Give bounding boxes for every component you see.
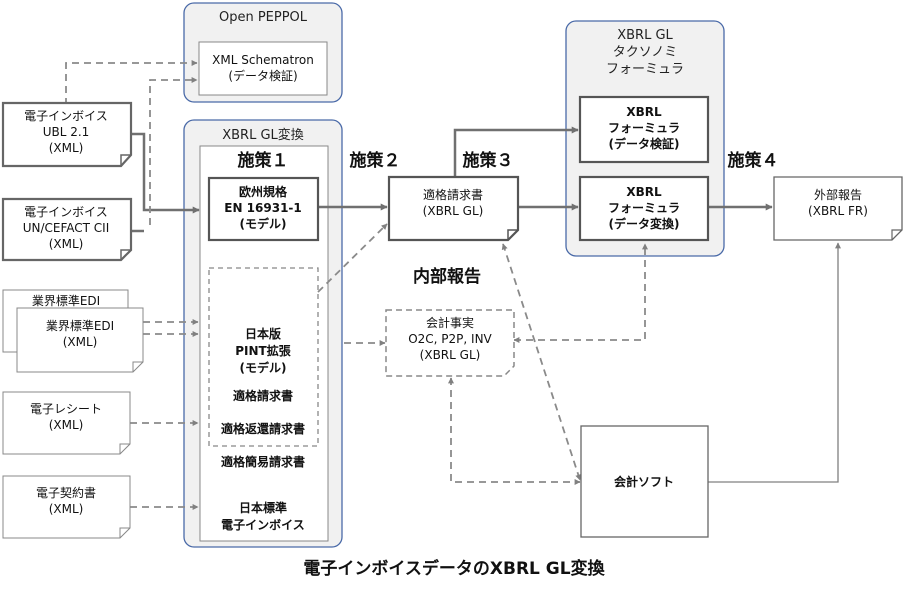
group-open-peppol-title: Open PEPPOL — [219, 10, 308, 25]
formula-validation-line1: XBRL — [626, 105, 662, 119]
formula-validation-line2: フォーミュラ — [608, 121, 680, 135]
qualified-invoice-gl-line2: (XBRL GL) — [423, 204, 484, 218]
solid-connectors — [131, 126, 773, 233]
schematron-line2: (データ検証) — [228, 68, 297, 83]
accounting-facts-line3: (XBRL GL) — [420, 348, 481, 362]
dashed-connectors — [65, 60, 648, 510]
group-taxonomy-title-3: フォーミュラ — [606, 62, 684, 77]
box-eu-standard: 欧州規格 EN 16931-1 (モデル) — [207, 176, 320, 242]
accounting-software-label: 会計ソフト — [614, 474, 674, 489]
japan-pint-line1: 日本版 — [245, 326, 281, 341]
box-qualified-invoice-gl: 適格請求書 (XBRL GL) — [387, 175, 520, 242]
software-connectors — [708, 242, 841, 483]
group-xbrl-gl-title: XBRL GL変換 — [222, 127, 304, 143]
source-ubl-line1: 電子インボイス — [24, 109, 108, 123]
box-formula-transform: XBRL フォーミュラ (データ変換) — [578, 175, 710, 242]
box-japan-pint: 日本版 PINT拡張 (モデル) 適格請求書 適格返還請求書 — [208, 267, 319, 447]
box-formula-validation: XBRL フォーミュラ (データ検証) — [578, 95, 710, 164]
simple-invoice-label: 適格簡易請求書 — [221, 454, 305, 469]
external-report-line2: (XBRL FR) — [808, 204, 868, 218]
japan-standard-line1: 日本標準 — [239, 500, 287, 515]
japan-standard-line2: 電子インボイス — [221, 517, 305, 532]
qualified-invoice-label: 適格請求書 — [233, 388, 293, 403]
box-xml-schematron: XML Schematron (データ検証) — [198, 41, 328, 96]
accounting-facts-line2: O2C, P2P, INV — [408, 332, 492, 346]
source-receipt: 電子レシート (XML) — [2, 391, 131, 455]
accounting-facts-line1: 会計事実 — [426, 315, 474, 330]
external-report-line1: 外部報告 — [814, 187, 862, 202]
box-accounting-facts: 会計事実 O2C, P2P, INV (XBRL GL) — [385, 309, 515, 377]
source-cii-line2: UN/CEFACT CII — [23, 221, 110, 235]
formula-transform-line2: フォーミュラ — [608, 201, 680, 215]
source-receipt-line2: (XML) — [49, 418, 84, 432]
measure-4-label: 施策４ — [728, 150, 779, 171]
source-cii-line1: 電子インボイス — [24, 205, 108, 219]
source-industry-edi-front: 業界標準EDI (XML) — [16, 307, 144, 373]
formula-validation-line3: (データ検証) — [609, 136, 680, 151]
qualified-return-label: 適格返還請求書 — [221, 421, 305, 436]
source-ubl-line3: (XML) — [49, 141, 84, 155]
formula-transform-line1: XBRL — [626, 185, 662, 199]
source-contract-line1: 電子契約書 — [36, 485, 96, 500]
figure-caption: 電子インボイスデータのXBRL GL変換 — [303, 558, 605, 579]
eu-standard-line1: 欧州規格 — [239, 184, 288, 199]
schematron-line1: XML Schematron — [212, 53, 314, 67]
formula-transform-line3: (データ変換) — [609, 216, 680, 231]
measure-2-label: 施策２ — [350, 150, 401, 171]
box-external-report: 外部報告 (XBRL FR) — [773, 176, 903, 241]
qualified-invoice-gl-line1: 適格請求書 — [423, 187, 483, 202]
source-ubl-line2: UBL 2.1 — [43, 125, 90, 139]
measure-3-label: 施策３ — [463, 150, 514, 171]
source-industry-back-line1: 業界標準EDI — [32, 293, 100, 308]
source-cii-line3: (XML) — [49, 237, 84, 251]
internal-report-label: 内部報告 — [413, 266, 481, 287]
japan-pint-line3: (モデル) — [240, 360, 287, 375]
eu-standard-line2: EN 16931-1 — [224, 201, 302, 215]
source-industry-front-line1: 業界標準EDI — [46, 318, 114, 333]
source-contract: 電子契約書 (XML) — [2, 475, 131, 539]
group-taxonomy-title-1: XBRL GL — [617, 28, 673, 43]
source-receipt-line1: 電子レシート — [30, 402, 102, 416]
group-taxonomy-title-2: タクソノミ — [613, 45, 678, 60]
source-contract-line2: (XML) — [49, 502, 84, 516]
box-accounting-software: 会計ソフト — [580, 425, 709, 538]
source-industry-front-line2: (XML) — [63, 335, 98, 349]
japan-pint-line2: PINT拡張 — [235, 343, 291, 358]
eu-standard-line3: (モデル) — [240, 216, 287, 231]
source-cii: 電子インボイス UN/CEFACT CII (XML) — [1, 197, 133, 262]
measure-1-label: 施策１ — [238, 150, 289, 171]
source-ubl: 電子インボイス UBL 2.1 (XML) — [1, 101, 133, 168]
